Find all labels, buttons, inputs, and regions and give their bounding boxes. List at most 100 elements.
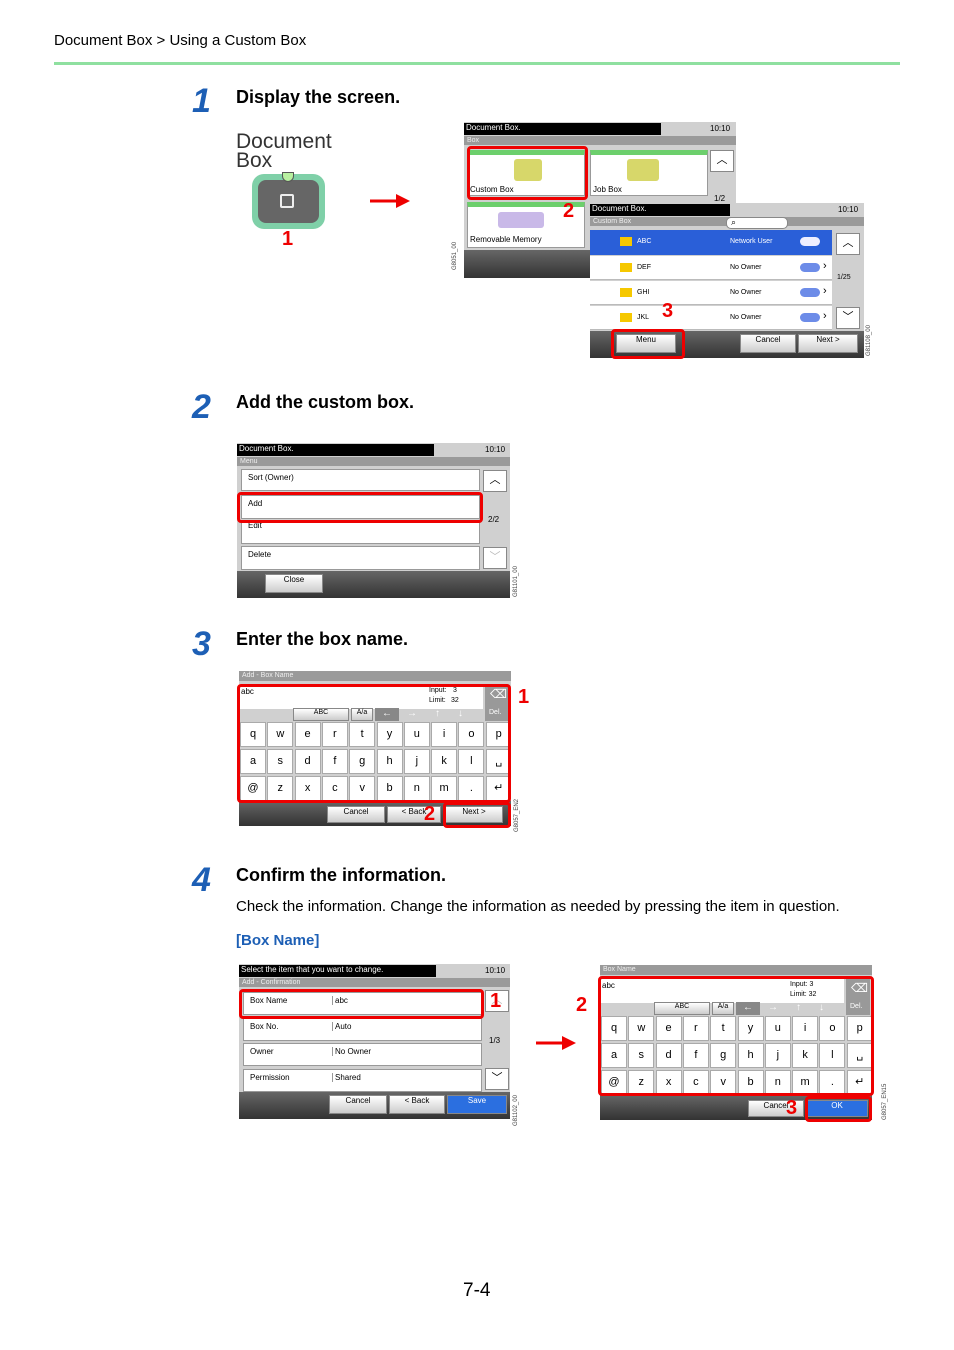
key-i[interactable]: i — [431, 722, 458, 747]
key-w[interactable]: w — [267, 722, 294, 747]
key-l[interactable]: l — [458, 749, 485, 774]
key-h[interactable]: h — [376, 749, 403, 774]
key-e[interactable]: e — [655, 1016, 682, 1041]
key-l[interactable]: l — [819, 1043, 846, 1068]
key-u[interactable]: u — [403, 722, 430, 747]
key-period[interactable]: . — [458, 776, 485, 801]
back-button[interactable]: < Back — [387, 806, 441, 823]
list-item[interactable]: GHI No Owner › — [590, 281, 832, 305]
key-s[interactable]: s — [267, 749, 294, 774]
box-name-input[interactable]: abc Input: 3 Limit: 32 — [239, 684, 483, 709]
mode-case-button[interactable]: A/a — [351, 708, 373, 721]
menu-item-sort[interactable]: Sort (Owner) — [241, 469, 480, 491]
key-h[interactable]: h — [737, 1043, 764, 1068]
cursor-arrows-icon[interactable]: →↑↓ — [407, 708, 481, 719]
key-m[interactable]: m — [431, 776, 458, 801]
cancel-button[interactable]: Cancel — [740, 334, 796, 353]
key-d[interactable]: d — [294, 749, 321, 774]
key-n[interactable]: n — [764, 1070, 791, 1095]
scroll-up-button[interactable]: ︿ — [710, 150, 734, 172]
cancel-button[interactable]: Cancel — [748, 1100, 804, 1117]
callout-number: 1 — [490, 990, 502, 1012]
mode-case-button[interactable]: A/a — [712, 1002, 734, 1015]
key-n[interactable]: n — [403, 776, 430, 801]
cursor-left-icon[interactable]: ← — [736, 1002, 760, 1015]
key-q[interactable]: q — [601, 1016, 627, 1041]
search-input[interactable]: ⌕ — [726, 217, 788, 229]
key-x[interactable]: x — [655, 1070, 682, 1095]
key-at[interactable]: @ — [601, 1070, 627, 1095]
next-button[interactable]: Next > — [445, 806, 503, 823]
mode-abc-button[interactable]: ABC — [654, 1002, 710, 1015]
next-button[interactable]: Next > — [798, 334, 858, 353]
cursor-arrows-icon[interactable]: →↑↓ — [768, 1002, 842, 1013]
cancel-button[interactable]: Cancel — [329, 1095, 387, 1114]
box-name-link[interactable]: [Box Name] — [236, 932, 320, 949]
save-button[interactable]: Save — [447, 1095, 507, 1114]
key-b[interactable]: b — [737, 1070, 764, 1095]
key-g[interactable]: g — [349, 749, 376, 774]
menu-item-delete[interactable]: Delete — [241, 546, 480, 570]
scroll-up-button[interactable]: ︿ — [485, 990, 509, 1012]
key-p[interactable]: p — [485, 722, 511, 747]
key-q[interactable]: q — [240, 722, 266, 747]
row-value: Auto — [332, 1021, 351, 1031]
delete-button[interactable]: ⌫ Del. — [485, 685, 509, 721]
key-p[interactable]: p — [846, 1016, 872, 1041]
scroll-down-button[interactable]: ﹀ — [836, 307, 860, 329]
key-w[interactable]: w — [628, 1016, 655, 1041]
key-k[interactable]: k — [792, 1043, 819, 1068]
close-button[interactable]: Close — [265, 574, 323, 593]
key-t[interactable]: t — [710, 1016, 737, 1041]
key-u[interactable]: u — [764, 1016, 791, 1041]
key-t[interactable]: t — [349, 722, 376, 747]
key-a[interactable]: a — [601, 1043, 627, 1068]
key-f[interactable]: f — [321, 749, 348, 774]
back-button[interactable]: < Back — [389, 1095, 445, 1114]
space-key[interactable]: ␣ — [846, 1043, 872, 1068]
enter-key[interactable]: ↵ — [485, 776, 511, 801]
key-e[interactable]: e — [294, 722, 321, 747]
key-k[interactable]: k — [431, 749, 458, 774]
key-j[interactable]: j — [403, 749, 430, 774]
scroll-down-button[interactable]: ﹀ — [485, 1068, 509, 1090]
list-item[interactable]: DEF No Owner › — [590, 256, 832, 280]
key-o[interactable]: o — [458, 722, 485, 747]
scroll-down-button[interactable]: ﹀ — [483, 547, 507, 569]
key-s[interactable]: s — [628, 1043, 655, 1068]
key-y[interactable]: y — [737, 1016, 764, 1041]
key-r[interactable]: r — [682, 1016, 709, 1041]
confirm-row[interactable]: Box No.Auto — [243, 1017, 482, 1041]
step-description: Check the information. Change the inform… — [236, 898, 840, 915]
menu-item-add[interactable]: Add — [241, 495, 480, 519]
scroll-up-button[interactable]: ︿ — [836, 233, 860, 255]
removable-memory-tile[interactable]: Removable Memory — [467, 202, 585, 248]
key-d[interactable]: d — [655, 1043, 682, 1068]
key-i[interactable]: i — [792, 1016, 819, 1041]
key-r[interactable]: r — [321, 722, 348, 747]
mode-abc-button[interactable]: ABC — [293, 708, 349, 721]
cancel-button[interactable]: Cancel — [327, 806, 385, 823]
key-a[interactable]: a — [240, 749, 266, 774]
box-name-input[interactable]: abc Input: 3 Limit: 32 — [600, 978, 844, 1003]
list-item[interactable]: ABC Network User — [590, 230, 832, 255]
key-period[interactable]: . — [819, 1070, 846, 1095]
scroll-up-button[interactable]: ︿ — [483, 470, 507, 492]
ok-button[interactable]: OK — [806, 1100, 868, 1117]
document-box-key[interactable] — [252, 172, 325, 229]
key-j[interactable]: j — [764, 1043, 791, 1068]
key-c[interactable]: c — [321, 776, 348, 801]
cursor-left-icon[interactable]: ← — [375, 708, 399, 721]
key-y[interactable]: y — [376, 722, 403, 747]
menu-item-edit[interactable]: Edit — [241, 520, 480, 544]
job-box-tile[interactable]: Job Box — [590, 150, 708, 196]
key-f[interactable]: f — [682, 1043, 709, 1068]
menu-button[interactable]: Menu — [616, 334, 676, 353]
list-item[interactable]: JKL No Owner › — [590, 306, 832, 330]
delete-button[interactable]: ⌫ Del. — [846, 979, 870, 1015]
key-o[interactable]: o — [819, 1016, 846, 1041]
key-g[interactable]: g — [710, 1043, 737, 1068]
